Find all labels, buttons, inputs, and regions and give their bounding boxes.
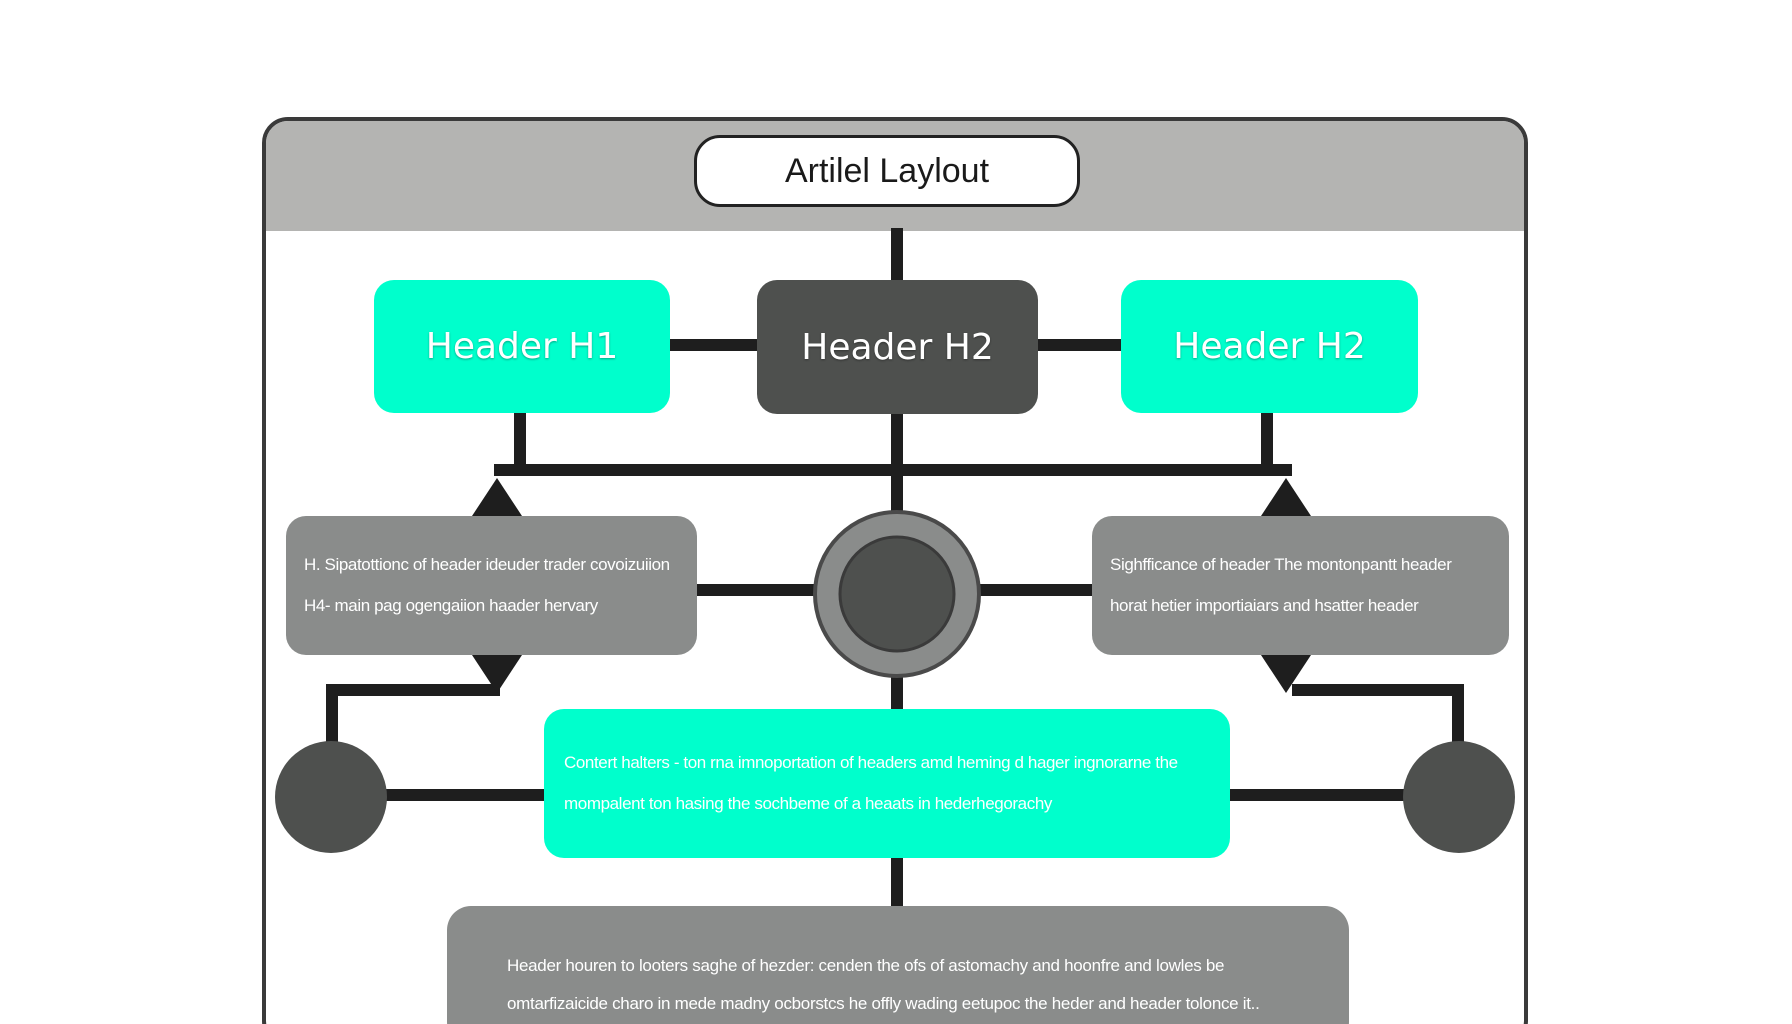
bottom-info-box: Header houren to looters saghe of hezder… (447, 906, 1349, 1024)
header-h2-right-label: Header H2 (1173, 326, 1366, 367)
left-info-line-2: H4- main pag ogengaiion haader hervary (304, 595, 598, 615)
left-info-box: H. Sipatottionc of header ideuder trader… (286, 516, 697, 655)
left-info-line-1: H. Sipatottionc of header ideuder trader… (304, 555, 670, 575)
node-right (1403, 741, 1515, 853)
right-info-box: Sighfficance of header The montonpantt h… (1092, 516, 1509, 655)
header-h2-right-box: Header H2 (1121, 280, 1418, 413)
content-line-1: Contert halters - ton rna imnoportation … (564, 753, 1178, 773)
header-h2-center-label: Header H2 (801, 326, 994, 368)
bottom-info-line-2: omtarfizaicide charo in mede madny ocbor… (507, 994, 1260, 1014)
header-h1-label: Header H1 (425, 326, 619, 367)
arrow-down-right (1261, 655, 1311, 693)
arrow-up-right (1261, 478, 1311, 516)
content-box: Contert halters - ton rna imnoportation … (544, 709, 1230, 858)
content-line-2: mompalent ton hasing the sochbeme of a h… (564, 793, 1052, 813)
elbow-left (326, 684, 500, 750)
bottom-info-line-1: Header houren to looters saghe of hezder… (507, 956, 1225, 975)
header-h2-center-box: Header H2 (757, 280, 1038, 414)
arrow-down-left (472, 655, 522, 693)
hub-inner (838, 535, 956, 653)
elbow-right (1292, 684, 1464, 750)
header-h1-box: Header H1 (374, 280, 670, 413)
node-left (275, 741, 387, 853)
right-info-line-1: Sighfficance of header The montonpantt h… (1110, 555, 1452, 575)
right-info-line-2: horat hetier importiaiars and hsatter he… (1110, 595, 1419, 615)
arrow-up-left (472, 478, 522, 516)
diagram-title: Artilel Laylout (694, 135, 1080, 207)
